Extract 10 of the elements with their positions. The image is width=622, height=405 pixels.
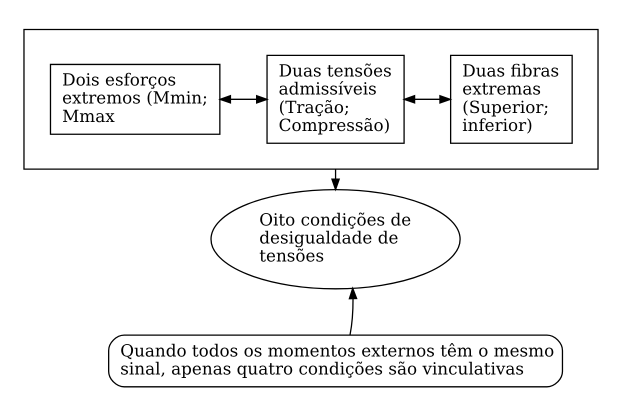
arrow: [218, 94, 269, 104]
arrow: [402, 94, 452, 104]
node-box: Dois esforços extremos (Mmin; Mmax: [50, 63, 220, 134]
node-box: Duas fibras extremas (Superior; inferior): [450, 54, 573, 144]
cluster: [23, 28, 599, 170]
node-ellipse: Oito condições de desigualdade de tensões: [210, 188, 461, 289]
node-box: Duas tensões admissíveis (Tração; Compressão): [266, 54, 405, 144]
node-box: Quando todos os momentos externos têm o mesmo sinal, apenas quatro condições são vinculativas: [108, 334, 564, 387]
arrow: [331, 168, 340, 191]
arrow: [348, 286, 358, 334]
